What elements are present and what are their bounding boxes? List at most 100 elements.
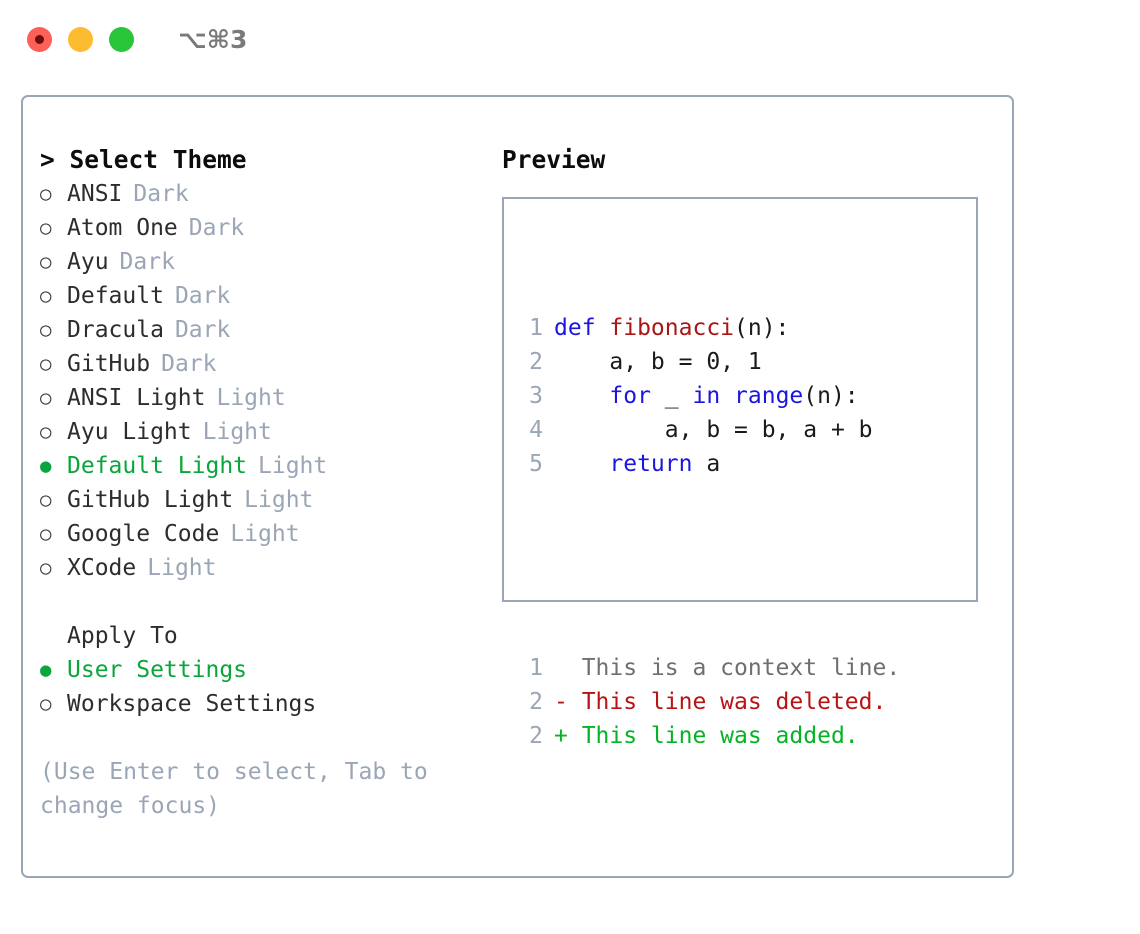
minimize-window-button[interactable] bbox=[68, 26, 93, 52]
radio-unselected-icon: ○ bbox=[40, 319, 52, 341]
theme-option-tag: Light bbox=[202, 419, 272, 445]
code-token bbox=[554, 383, 609, 409]
line-number: 1 bbox=[529, 655, 543, 681]
theme-option-tag: Dark bbox=[161, 351, 217, 377]
radio-unselected-icon: ○ bbox=[40, 251, 52, 273]
keyboard-hint: (Use Enter to select, Tab to change focu… bbox=[40, 759, 442, 819]
line-number: 2 bbox=[529, 349, 543, 375]
apply-to-list: ● User Settings ○ Workspace Settings bbox=[40, 653, 480, 721]
theme-option-ayu[interactable]: ○ Ayu Dark bbox=[40, 245, 480, 279]
code-token: in range bbox=[692, 383, 804, 409]
line-number: 2 bbox=[529, 723, 543, 749]
radio-unselected-icon: ○ bbox=[40, 421, 52, 443]
diff-line: 2- This line was deleted. bbox=[517, 685, 900, 719]
code-line: 2 a, b = 0, 1 bbox=[517, 345, 900, 379]
traffic-lights bbox=[27, 26, 134, 52]
code-token: (n): bbox=[803, 383, 859, 409]
theme-option-default-light[interactable]: ● Default Light Light bbox=[40, 449, 480, 483]
theme-option-label: Default Light bbox=[67, 453, 248, 479]
theme-option-github[interactable]: ○ GitHub Dark bbox=[40, 347, 480, 381]
window-title: ⌥⌘3 bbox=[178, 24, 248, 54]
apply-to-option-label: User Settings bbox=[67, 657, 248, 683]
code-token: for bbox=[609, 383, 651, 409]
theme-option-atom-one[interactable]: ○ Atom One Dark bbox=[40, 211, 480, 245]
theme-option-label: Atom One bbox=[67, 215, 178, 241]
line-number: 1 bbox=[529, 315, 543, 341]
diff-text: + This line was added. bbox=[554, 723, 859, 749]
diff-text: - This line was deleted. bbox=[554, 689, 887, 715]
code-token: a, b = b, a + b bbox=[554, 417, 873, 443]
radio-unselected-icon: ○ bbox=[40, 183, 52, 205]
theme-option-label: ANSI bbox=[67, 181, 123, 207]
code-token bbox=[554, 451, 609, 477]
theme-option-label: Dracula bbox=[67, 317, 164, 343]
diff-line: 2 + This line was added. bbox=[517, 719, 900, 753]
code-token: a, b = 0, 1 bbox=[554, 349, 762, 375]
radio-unselected-icon: ○ bbox=[40, 693, 52, 715]
code-blank-line bbox=[517, 549, 900, 583]
radio-unselected-icon: ○ bbox=[40, 489, 52, 511]
line-number: 5 bbox=[529, 451, 543, 477]
theme-option-ayu-light[interactable]: ○ Ayu Light Light bbox=[40, 415, 480, 449]
close-icon bbox=[35, 34, 44, 44]
select-theme-header: > Select Theme bbox=[40, 145, 247, 174]
code-token: return bbox=[609, 451, 693, 477]
radio-unselected-icon: ○ bbox=[40, 557, 52, 579]
apply-to-option-label: Workspace Settings bbox=[67, 691, 317, 717]
code-token: _ bbox=[650, 383, 693, 409]
apply-to-option-user-settings[interactable]: ● User Settings bbox=[40, 653, 480, 687]
theme-option-ansi[interactable]: ○ ANSI Dark bbox=[40, 177, 480, 211]
radio-unselected-icon: ○ bbox=[40, 285, 52, 307]
theme-option-tag: Dark bbox=[174, 317, 231, 343]
maximize-window-button[interactable] bbox=[109, 26, 134, 52]
code-line: 5 return a bbox=[517, 447, 900, 481]
theme-option-label: Default bbox=[67, 283, 164, 309]
code-line: 4 a, b = b, a + b bbox=[517, 413, 900, 447]
theme-option-tag: Dark bbox=[188, 215, 245, 241]
section-spacer bbox=[40, 585, 480, 619]
line-number: 3 bbox=[529, 383, 543, 409]
theme-option-tag: Light bbox=[258, 453, 328, 479]
diff-text: This is a context line. bbox=[554, 655, 901, 681]
code-line: 3 for _ in range(n): bbox=[517, 379, 900, 413]
theme-option-label: Google Code bbox=[67, 521, 220, 547]
apply-to-header: Apply To bbox=[67, 623, 178, 649]
theme-option-label: Ayu bbox=[67, 249, 109, 275]
radio-selected-icon: ● bbox=[40, 455, 52, 477]
theme-option-tag: Dark bbox=[133, 181, 189, 207]
code-token: a bbox=[692, 451, 721, 477]
radio-unselected-icon: ○ bbox=[40, 217, 52, 239]
radio-unselected-icon: ○ bbox=[40, 353, 52, 375]
radio-selected-icon: ● bbox=[40, 659, 52, 681]
title-bar: ⌥⌘3 bbox=[0, 0, 1140, 78]
preview-title: Preview bbox=[502, 145, 606, 174]
theme-option-tag: Dark bbox=[119, 249, 175, 275]
code-token: def bbox=[554, 315, 610, 341]
theme-option-tag: Light bbox=[216, 385, 286, 411]
theme-option-tag: Light bbox=[244, 487, 314, 513]
code-token: (n): bbox=[734, 315, 790, 341]
theme-option-label: GitHub bbox=[67, 351, 151, 377]
theme-option-label: Ayu Light bbox=[67, 419, 192, 445]
theme-option-dracula[interactable]: ○ Dracula Dark bbox=[40, 313, 480, 347]
apply-to-option-workspace-settings[interactable]: ○ Workspace Settings bbox=[40, 687, 480, 721]
theme-option-label: ANSI Light bbox=[67, 385, 206, 411]
theme-option-tag: Light bbox=[147, 555, 217, 581]
theme-option-tag: Light bbox=[230, 521, 300, 547]
close-window-button[interactable] bbox=[27, 26, 52, 52]
